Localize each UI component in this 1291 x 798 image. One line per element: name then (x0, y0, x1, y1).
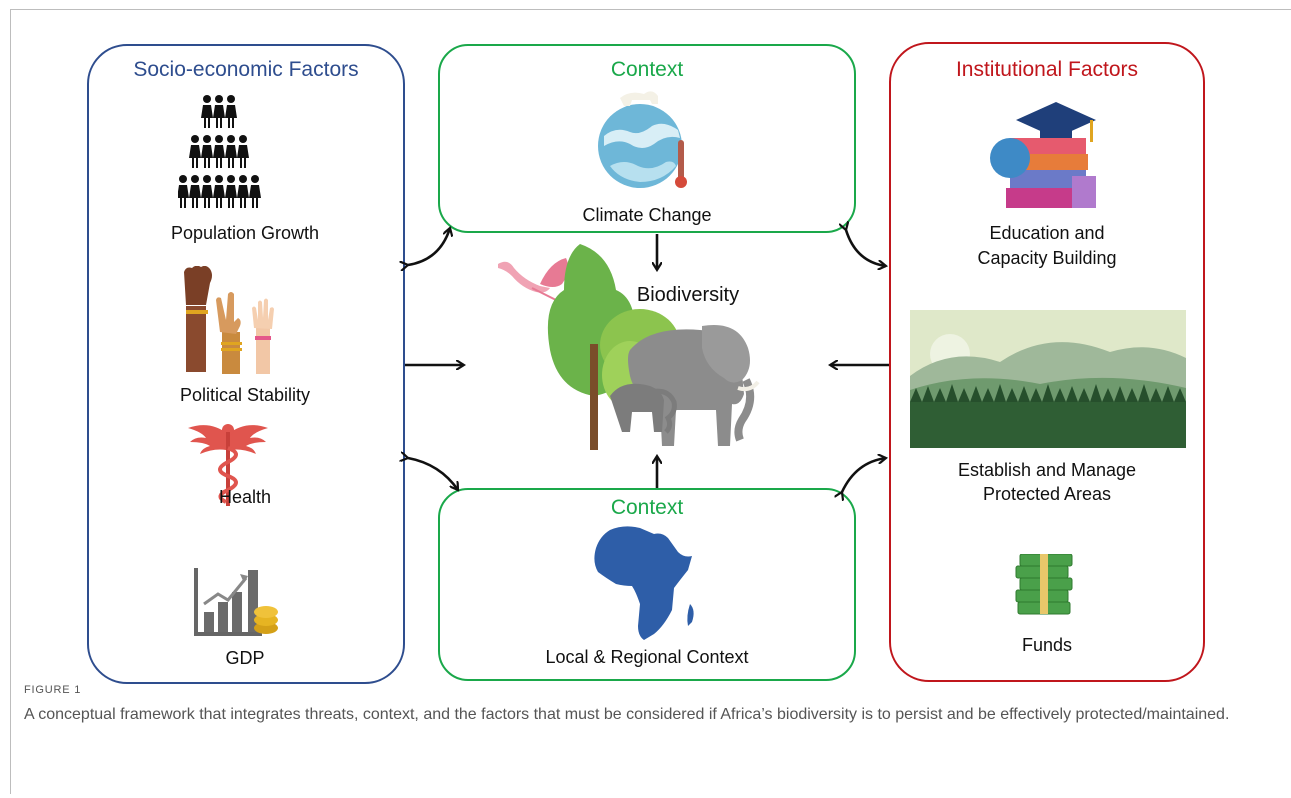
figure-border-top (10, 9, 1291, 10)
protected-areas-label-line2: Protected Areas (982, 484, 1112, 504)
education-label-line2: Capacity Building (977, 248, 1117, 268)
arrow-context-bottom-institutional (842, 458, 886, 492)
caduceus-icon (186, 418, 270, 508)
figure-border-left (10, 9, 11, 794)
context-top-box: Context (438, 44, 856, 233)
money-stack-icon (1012, 554, 1076, 622)
figure-caption: A conceptual framework that integrates t… (24, 706, 1230, 723)
forest-landscape-icon (910, 310, 1186, 448)
local-regional-context-label: Local & Regional Context (545, 647, 749, 667)
population-growth-label: Population Growth (170, 223, 320, 243)
context-top-title: Context (610, 58, 684, 81)
institutional-title: Institutional Factors (955, 58, 1139, 81)
globe-polar-bear-icon (590, 84, 700, 194)
context-bottom-box: Context (438, 488, 856, 681)
funds-label: Funds (1021, 635, 1073, 655)
figure-number: FIGURE 1 (24, 684, 82, 696)
gdp-label: GDP (225, 648, 265, 668)
socio-economic-title: Socio-economic Factors (133, 58, 359, 81)
context-bottom-title: Context (610, 496, 684, 519)
books-graduation-icon (986, 98, 1108, 210)
protected-areas-label-line1: Establish and Manage (957, 460, 1137, 480)
socio-economic-box: Socio-economic Factors (87, 44, 405, 684)
arrow-socio-context-top (408, 228, 450, 265)
climate-change-label: Climate Change (582, 205, 712, 225)
biodiversity-label: Biodiversity (636, 284, 740, 306)
education-label-line1: Education and (989, 223, 1105, 243)
africa-map-icon (590, 524, 710, 642)
people-pyramid-icon (178, 94, 270, 212)
gdp-chart-icon (194, 566, 284, 638)
political-stability-label: Political Stability (179, 385, 311, 405)
health-label: Health (218, 487, 272, 507)
elephant-icon (606, 320, 782, 450)
raised-hands-icon (180, 266, 290, 374)
arrow-socio-context-bottom (408, 458, 458, 490)
institutional-box: Institutional Factors (889, 42, 1205, 682)
arrow-context-top-institutional (846, 230, 886, 266)
